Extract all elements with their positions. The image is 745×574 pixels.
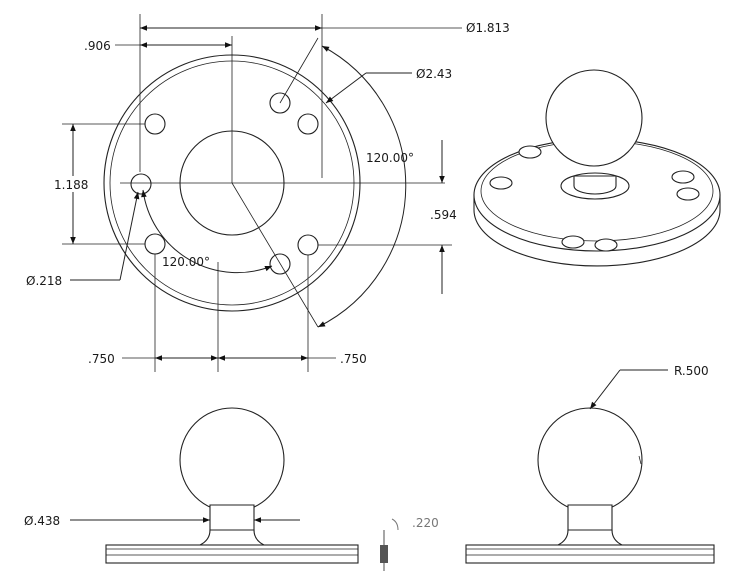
dim-base-thickness: .220 [380,516,439,571]
label-neck-dia: Ø.438 [24,514,60,528]
label-angle-left: 120.00° [162,255,210,269]
dim-offset-x: .906 [84,39,232,53]
label-offset-x: .906 [84,39,111,53]
base-plate [105,544,359,564]
dim-angle-left: 120.00° [141,189,273,274]
label-angle-right: 120.00° [366,151,414,165]
center-line-diagonal-upper [279,37,319,104]
front-view-left [105,407,359,564]
mount-hole [676,187,700,201]
mount-hole [297,234,319,256]
dim-angle-right: 120.00° [317,45,414,328]
mount-hole [518,145,542,159]
label-bolt-circle: Ø2.43 [416,67,452,81]
mount-hole [594,238,618,252]
isometric-view [473,69,721,267]
dim-vertical-spacing: 1.188 [52,123,145,245]
label-horizontal-right: .750 [340,352,367,366]
label-half-vertical: .594 [430,208,457,222]
ball [179,407,285,513]
dim-neck-dia: Ø.438 [24,514,300,528]
dim-bolt-circle: Ø2.43 [325,67,452,104]
front-view-right [465,407,715,564]
dim-hole-dia: Ø.218 [26,191,140,288]
dim-horizontal: .750 .750 [88,254,367,372]
mount-hole [671,170,695,184]
mount-hole [297,113,319,135]
label-ball-radius: R.500 [674,364,709,378]
ball [545,69,643,167]
label-base-thickness: .220 [412,516,439,530]
base-plate [465,544,715,564]
ball [537,407,643,513]
mount-hole [561,235,585,249]
label-outer-dia: Ø1.813 [466,21,510,35]
mount-hole [144,113,166,135]
dim-outer-dia: Ø1.813 [139,14,510,178]
dim-ball-radius: R.500 [589,364,709,410]
dim-half-vertical: .594 [318,140,457,294]
mount-hole [130,173,152,195]
label-hole-dia: Ø.218 [26,274,62,288]
label-vertical-spacing: 1.188 [54,178,88,192]
mount-hole [489,176,513,190]
mount-hole [144,233,166,255]
label-horizontal-left: .750 [88,352,115,366]
